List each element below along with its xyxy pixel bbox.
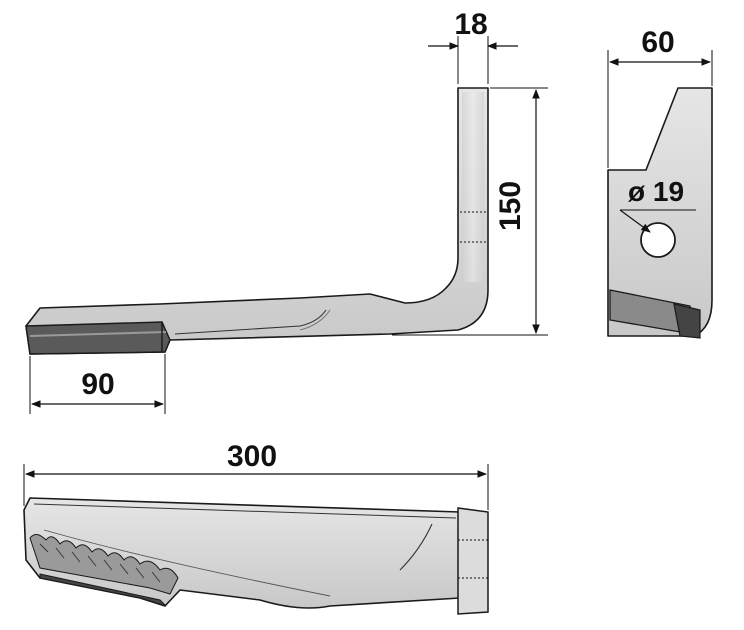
dimension-total-length: 300 (23, 440, 489, 510)
height-label: 150 (494, 181, 527, 231)
end-plate (607, 87, 713, 337)
dimension-width-side: 60 (607, 26, 713, 168)
bevel-line (174, 309, 327, 335)
total-length-label: 300 (227, 440, 277, 473)
tine-end-view: ø 19 (607, 87, 713, 339)
mount-bar-highlight (29, 331, 167, 337)
mount-hole (640, 222, 676, 258)
dimension-mount-length: 90 (29, 354, 166, 414)
hole-diameter-label: ø 19 (628, 176, 684, 207)
dimension-thickness: 18 (428, 8, 518, 84)
hole-leader (619, 209, 651, 233)
dimension-height: 150 (392, 87, 548, 336)
tine-plan-view (23, 497, 489, 615)
thickness-label: 18 (454, 8, 487, 41)
tine-body (25, 87, 489, 355)
plan-flange (457, 507, 489, 615)
tine-side-view (25, 87, 489, 355)
width-side-label: 60 (641, 26, 674, 59)
end-base-corner (673, 303, 701, 339)
mount-length-label: 90 (81, 368, 114, 401)
bevel-line-2 (299, 309, 331, 331)
mount-bar (25, 321, 171, 355)
serrated-edge (29, 534, 179, 595)
shank-shade (462, 92, 484, 282)
